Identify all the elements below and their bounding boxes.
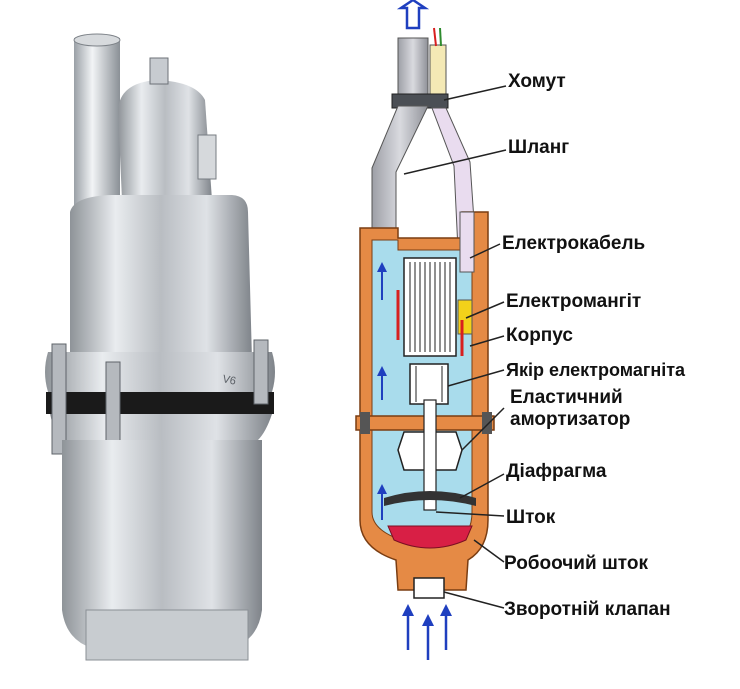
diaphragm (384, 491, 476, 506)
pump-base (85, 609, 249, 661)
label-hose: Шланг (508, 137, 570, 158)
pump-lower-body (62, 440, 262, 648)
motor-cap (118, 80, 212, 200)
internal-flow-arrows (377, 262, 387, 520)
label-housing: Корпус (506, 325, 573, 346)
label-diaphragm: Діафрагма (506, 461, 607, 482)
outlet-flow-arrow (396, 0, 430, 30)
coil-windings (409, 262, 451, 352)
label-check-valve: Зворотній клапан (504, 599, 671, 620)
cable-lug (197, 134, 217, 180)
hose-body (371, 105, 429, 233)
cable-inner (459, 211, 475, 273)
rubber-gasket (46, 392, 274, 414)
flange-bolt-left (51, 343, 67, 455)
flange-lower (50, 414, 272, 440)
label-working-rod: Робоочий шток (504, 553, 648, 574)
flange-bolt-r (482, 412, 492, 434)
label-cable: Електрокабель (502, 233, 646, 254)
terminal-bolt (149, 57, 169, 85)
flange-bolt-l (360, 412, 370, 434)
label-electromagnet: Електромангіт (506, 291, 642, 312)
label-rod: Шток (506, 507, 556, 528)
working-rod-valve (387, 525, 473, 549)
motor-body (70, 195, 252, 360)
leader-lines (403, 85, 507, 609)
pump-marking: V6 (221, 373, 237, 388)
pump-cross-section (355, 0, 507, 660)
label-damper-line2: амортизатор (510, 409, 631, 430)
hose-top (397, 37, 429, 99)
cable-wire-red (433, 27, 437, 47)
pump-photo: V6 (45, 33, 275, 661)
check-valve (413, 577, 445, 599)
flange-upper (45, 352, 275, 392)
cable-wire-green (439, 27, 442, 47)
inlet-flow-arrows (402, 604, 452, 660)
label-damper-line1: Еластичний (510, 387, 623, 408)
label-clamp: Хомут (508, 71, 566, 92)
flange-bolt-right (253, 339, 269, 405)
label-anchor: Якір електромагніта (506, 360, 686, 380)
rod (423, 399, 437, 511)
outlet-pipe-opening (73, 33, 121, 47)
